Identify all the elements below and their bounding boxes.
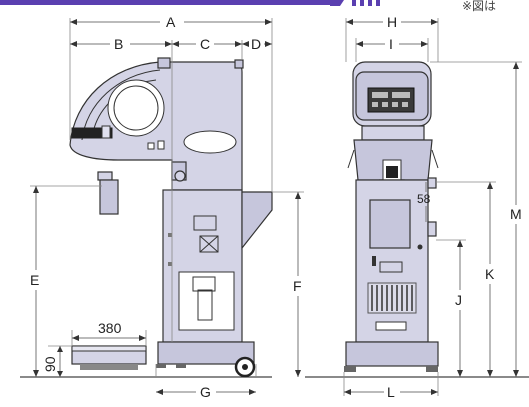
- dim-value-90: 90: [42, 356, 58, 372]
- dimension-lines-front: [343, 18, 522, 396]
- label-E: E: [30, 272, 39, 288]
- label-I: I: [389, 36, 393, 52]
- scale-plate: [71, 345, 147, 370]
- label-G: G: [200, 384, 211, 400]
- label-F: F: [293, 278, 302, 294]
- dim-value-58: 58: [417, 192, 431, 206]
- label-B: B: [114, 36, 123, 52]
- dim-value-380: 380: [98, 320, 122, 336]
- side-view-machine: [69, 57, 273, 378]
- label-H: H: [387, 14, 397, 30]
- label-A: A: [166, 14, 176, 30]
- label-K: K: [485, 266, 495, 282]
- label-L: L: [387, 384, 395, 400]
- header-banner: [0, 0, 380, 6]
- dimension-lines-side: [30, 18, 304, 395]
- front-view-machine: [344, 61, 439, 372]
- label-D: D: [251, 36, 261, 52]
- note-text: ※図は: [462, 0, 496, 13]
- label-M: M: [510, 206, 522, 222]
- label-C: C: [200, 36, 210, 52]
- label-J: J: [455, 292, 462, 308]
- vent-grille: [367, 282, 417, 314]
